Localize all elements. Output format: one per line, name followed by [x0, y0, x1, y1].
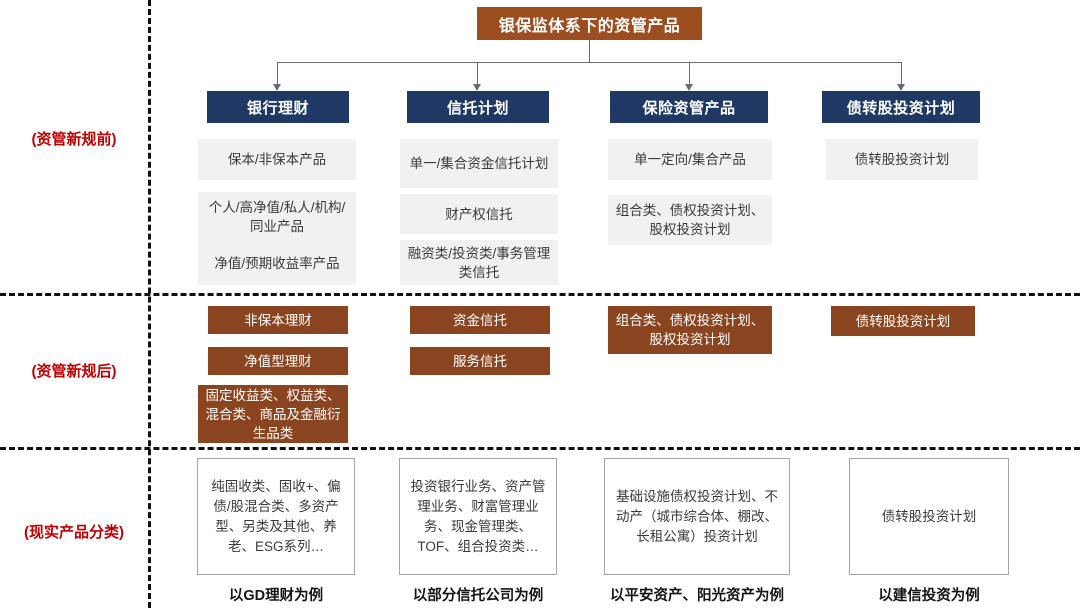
connector-arrow-1-icon [273, 84, 281, 91]
vertical-dashed-separator [148, 0, 151, 608]
column-header-insurance[interactable]: 保险资管产品 [610, 91, 768, 123]
band-label-reality: (现实产品分类) [24, 524, 124, 541]
pre-item-bank-2: 个人/高净值/私人/机构/同业产品 [198, 192, 356, 241]
pre-item-bank-3: 净值/预期收益率产品 [198, 241, 356, 285]
pre-item-insurance-2: 组合类、债权投资计划、股权投资计划 [608, 195, 772, 245]
connector-bus [277, 62, 902, 63]
caption-trust: 以部分信托公司为例 [412, 588, 544, 604]
reality-item-debt2equity: 债转股投资计划 [849, 458, 1009, 575]
column-header-debt2equity[interactable]: 债转股投资计划 [822, 91, 980, 123]
root-title-box: 银保监体系下的资管产品 [477, 7, 702, 40]
pre-item-bank-1: 保本/非保本产品 [198, 139, 356, 180]
pre-item-debt2equity-1: 债转股投资计划 [826, 139, 978, 180]
post-item-bank-1: 非保本理财 [208, 306, 348, 334]
post-item-insurance-1: 组合类、债权投资计划、股权投资计划 [608, 306, 772, 354]
connector-stem [589, 40, 590, 63]
caption-debt2equity: 以建信投资为例 [878, 588, 980, 604]
post-item-trust-1: 资金信托 [410, 306, 550, 334]
column-header-trust[interactable]: 信托计划 [407, 91, 549, 123]
reality-item-trust: 投资银行业务、资产管理业务、财富管理业务、现金管理类、TOF、组合投资类… [399, 458, 557, 575]
post-item-bank-2: 净值型理财 [208, 347, 348, 375]
connector-arrow-3-icon [685, 84, 693, 91]
band-separator-2 [0, 447, 1080, 450]
connector-arrow-2-icon [473, 84, 481, 91]
connector-drop-2 [477, 62, 478, 88]
post-item-bank-3: 固定收益类、权益类、混合类、商品及金融衍生品类 [198, 385, 348, 443]
band-label-post: (资管新规后) [31, 363, 117, 380]
connector-drop-3 [689, 62, 690, 88]
pre-item-insurance-1: 单一定向/集合产品 [608, 139, 772, 180]
caption-insurance: 以平安资产、阳光资产为例 [610, 588, 784, 604]
connector-drop-1 [277, 62, 278, 88]
column-header-bank[interactable]: 银行理财 [207, 91, 349, 123]
pre-item-trust-3: 融资类/投资类/事务管理类信托 [400, 240, 558, 285]
band-label-pre: (资管新规前) [31, 131, 117, 148]
reality-item-bank: 纯固收类、固收+、偏债/股混合类、多资产型、另类及其他、养老、ESG系列… [197, 458, 355, 575]
pre-item-trust-2: 财产权信托 [400, 194, 558, 234]
connector-drop-4 [901, 62, 902, 88]
pre-item-trust-1: 单一/集合资金信托计划 [400, 139, 558, 188]
post-item-debt2equity-1: 债转股投资计划 [831, 306, 975, 336]
connector-arrow-4-icon [897, 84, 905, 91]
band-separator-1 [0, 293, 1080, 296]
reality-item-insurance: 基础设施债权投资计划、不动产（城市综合体、棚改、长租公寓）投资计划 [604, 458, 790, 575]
caption-bank: 以GD理财为例 [228, 588, 324, 604]
post-item-trust-2: 服务信托 [410, 347, 550, 375]
